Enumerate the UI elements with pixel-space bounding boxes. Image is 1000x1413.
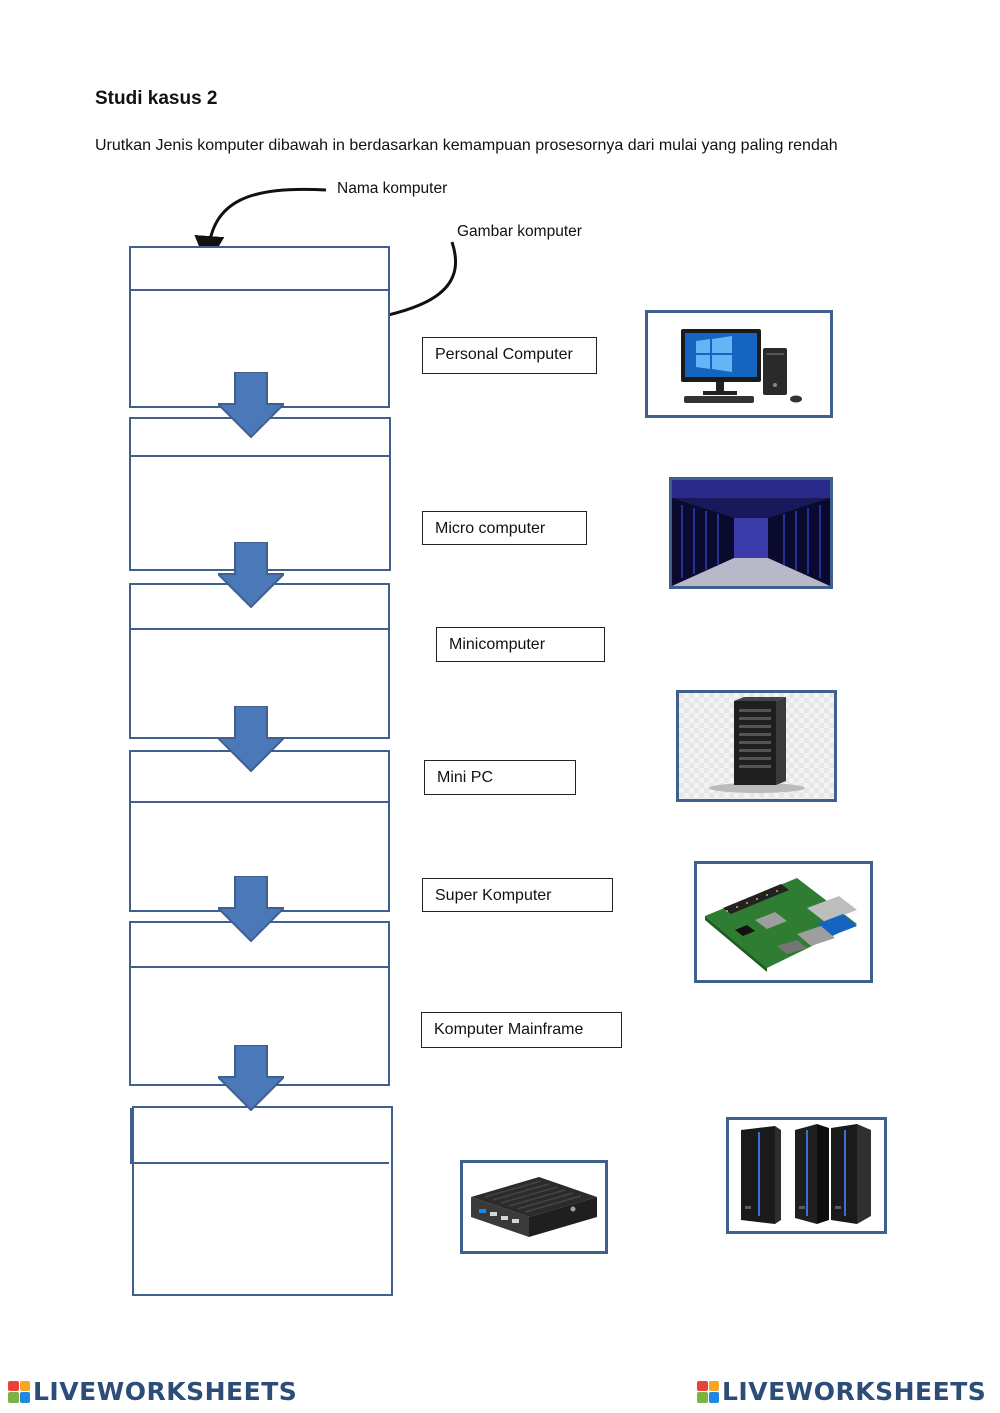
label-minicomputer[interactable]: Minicomputer [436,627,605,662]
label-komputer-mainframe[interactable]: Komputer Mainframe [421,1012,622,1048]
answer-slot-6-name-field[interactable] [130,1108,389,1164]
liveworksheets-badge-icon [8,1380,30,1403]
answer-slot-1-name-field[interactable] [131,248,388,291]
image-mainframe[interactable] [726,1117,887,1234]
supercomputer-datacenter-icon [672,480,830,586]
image-raspberry-pi[interactable] [694,861,873,983]
answer-slot-2-name-field[interactable] [131,419,389,457]
mainframe-racks-icon [741,1124,871,1224]
label-micro-computer[interactable]: Micro computer [422,511,587,545]
raspberry-pi-board-icon [705,878,857,972]
image-desktop-pc[interactable] [645,310,833,418]
instruction-text: Urutkan Jenis komputer dibawah in berdas… [95,137,838,154]
label-personal-computer[interactable]: Personal Computer [422,337,597,374]
callout-image-label: Gambar komputer [457,223,582,240]
image-supercomputer[interactable] [669,477,833,589]
desktop-pc-icon [681,329,802,403]
label-super-komputer[interactable]: Super Komputer [422,878,613,912]
down-arrow-icon [218,372,284,438]
answer-slot-3-name-field[interactable] [131,585,388,630]
liveworksheets-logo-right: LIVEWORKSHEETS [697,1377,986,1406]
liveworksheets-brand-text: LIVEWORKSHEETS [33,1377,298,1406]
callout-name-arrow [194,187,327,266]
liveworksheets-logo-left: LIVEWORKSHEETS [8,1377,297,1406]
answer-slot-6[interactable] [130,1106,393,1296]
down-arrow-icon [218,876,284,942]
mini-pc-box-icon [471,1177,597,1237]
image-mini-pc[interactable] [460,1160,608,1254]
server-tower-icon [679,693,834,799]
liveworksheets-badge-icon [697,1380,719,1403]
down-arrow-icon [218,1045,284,1111]
image-server-tower[interactable] [676,690,837,802]
callout-name-label: Nama komputer [337,180,448,197]
down-arrow-icon [218,706,284,772]
answer-slot-4-name-field[interactable] [131,752,388,803]
liveworksheets-brand-text: LIVEWORKSHEETS [722,1377,987,1406]
down-arrow-icon [218,542,284,608]
answer-slot-5-name-field[interactable] [131,923,388,968]
page-title: Studi kasus 2 [95,88,218,109]
label-mini-pc[interactable]: Mini PC [424,760,576,795]
